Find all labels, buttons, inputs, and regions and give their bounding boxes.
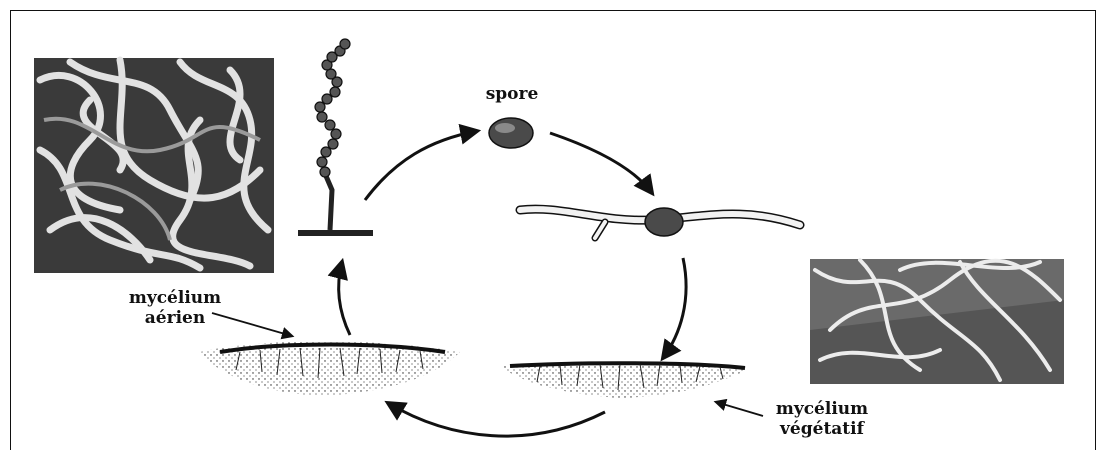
vegetative-mycelium-micrograph bbox=[810, 259, 1064, 384]
arrow-spore-to-germination bbox=[550, 133, 652, 193]
arrow-aerial-to-sporophore bbox=[339, 262, 350, 335]
vegetative-mycelium-label: mycélium végétatif bbox=[762, 399, 882, 439]
aerial-mycelium-mat bbox=[200, 342, 460, 397]
germinating-spore-figure bbox=[520, 208, 800, 238]
aerial-label-line1: mycélium bbox=[120, 288, 230, 308]
arrow-vegetative-to-aerial bbox=[388, 403, 605, 436]
aerial-label-line2: aérien bbox=[120, 308, 230, 328]
vegetative-label-line1: mycélium bbox=[762, 399, 882, 419]
aerial-mycelium-label: mycélium aérien bbox=[120, 288, 230, 328]
aerial-mycelium-micrograph bbox=[34, 58, 274, 273]
vegetative-label-line2: végétatif bbox=[762, 419, 882, 439]
vegetative-mycelium-mat bbox=[500, 362, 750, 398]
arrow-germination-to-vegetative bbox=[663, 258, 686, 358]
spore-label: spore bbox=[482, 84, 542, 104]
arrow-sporophore-to-spore bbox=[365, 131, 477, 200]
sporophore-spore-chain bbox=[298, 39, 373, 236]
spore-figure bbox=[489, 118, 533, 148]
pointer-vegetative-label bbox=[716, 402, 763, 416]
